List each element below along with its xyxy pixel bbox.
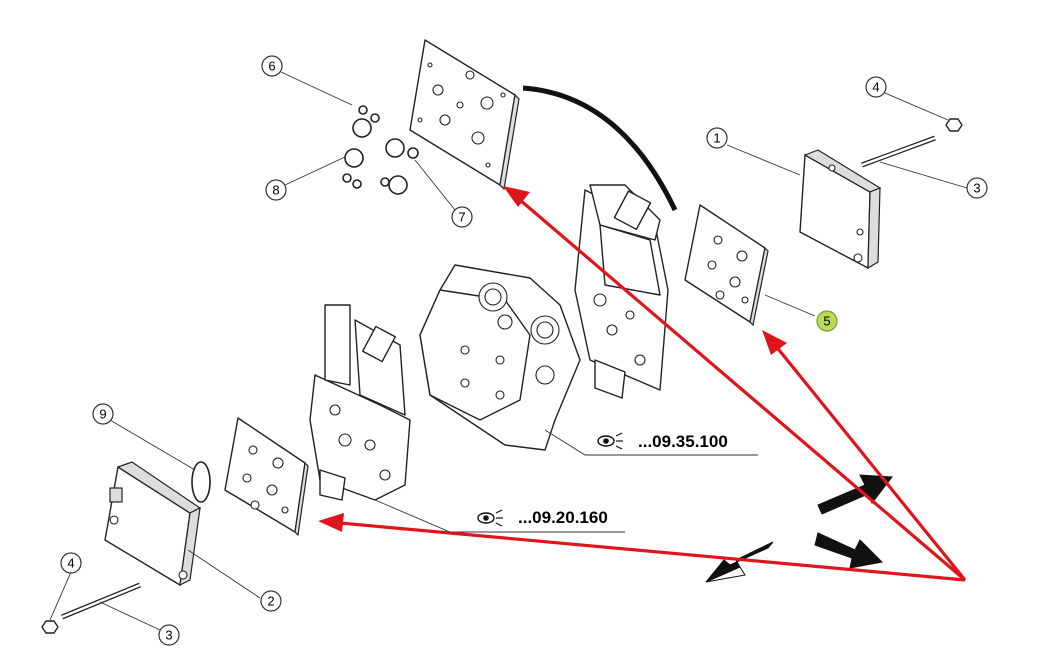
red-annotation-arrows bbox=[318, 186, 967, 582]
right-valve-section bbox=[574, 184, 669, 399]
svg-text:6: 6 bbox=[268, 59, 275, 74]
svg-text:4: 4 bbox=[67, 556, 74, 571]
callout-7: 7 bbox=[451, 206, 473, 228]
callout-8: 8 bbox=[265, 179, 287, 201]
left-cover bbox=[104, 461, 202, 587]
svg-text:8: 8 bbox=[272, 183, 279, 198]
callout-9: 9 bbox=[92, 403, 114, 425]
right-valve-plate bbox=[684, 204, 769, 327]
flow-arrow-down-left bbox=[705, 541, 774, 583]
svg-text:9: 9 bbox=[99, 407, 106, 422]
callout-5: 5 bbox=[816, 310, 838, 332]
flow-arrow-down-right bbox=[814, 532, 884, 569]
svg-text:2: 2 bbox=[267, 594, 274, 609]
callout-1: 1 bbox=[706, 127, 728, 149]
upper-reference-label: ...09.35.100 bbox=[638, 432, 728, 451]
left-valve-plate bbox=[224, 417, 309, 537]
svg-text:7: 7 bbox=[458, 210, 465, 225]
svg-text:3: 3 bbox=[973, 181, 980, 196]
upper-valve-plate bbox=[409, 39, 520, 191]
left-tie-rod bbox=[41, 582, 141, 634]
o-ring-set bbox=[342, 105, 419, 195]
callout-4-bottom: 4 bbox=[60, 552, 82, 574]
left-valve-section bbox=[309, 304, 411, 501]
central-inlet-block bbox=[419, 264, 581, 451]
svg-text:3: 3 bbox=[165, 628, 172, 643]
callout-6: 6 bbox=[261, 55, 283, 77]
callout-4-top: 4 bbox=[865, 76, 887, 98]
lower-reference-label: ...09.20.160 bbox=[518, 508, 608, 527]
callout-2: 2 bbox=[260, 590, 282, 612]
svg-text:4: 4 bbox=[872, 80, 879, 95]
upper-reference: ...09.35.100 bbox=[544, 429, 758, 456]
eye-icon bbox=[597, 432, 623, 450]
callout-3-bottom: 3 bbox=[158, 624, 180, 646]
callout-3-top: 3 bbox=[966, 177, 988, 199]
rotation-arc bbox=[522, 85, 678, 212]
flow-arrow-up-right bbox=[817, 474, 893, 515]
lower-reference: ...09.20.160 bbox=[374, 499, 625, 533]
eye-icon bbox=[477, 509, 503, 527]
callout-leaders bbox=[49, 71, 968, 631]
large-o-ring bbox=[191, 461, 211, 503]
svg-text:1: 1 bbox=[713, 131, 720, 146]
svg-text:5: 5 bbox=[823, 314, 830, 329]
right-tie-rod bbox=[861, 118, 963, 168]
right-cover bbox=[799, 149, 882, 270]
